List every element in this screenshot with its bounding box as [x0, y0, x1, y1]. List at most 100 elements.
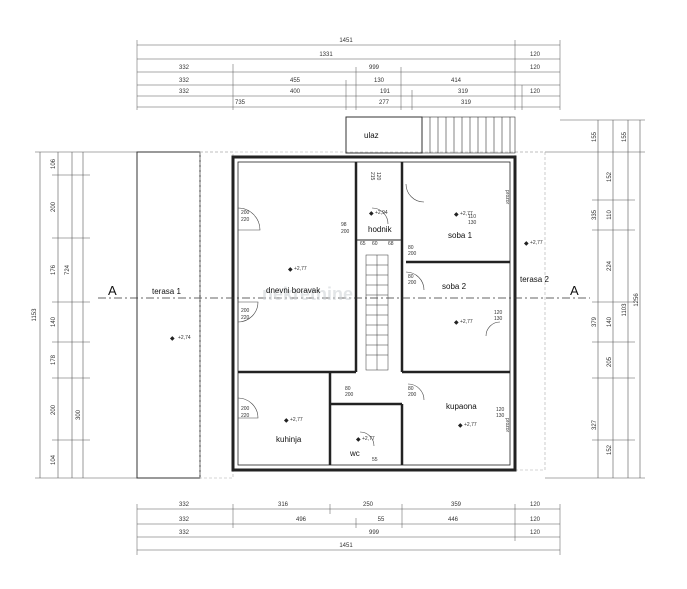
dim-right-a: 155: [592, 131, 598, 142]
door-label: 215: [369, 172, 375, 181]
room-ulaz: ulaz: [364, 131, 379, 140]
dim-top-6c: 319: [461, 100, 472, 106]
dim-bot-1c: 250: [363, 502, 374, 508]
room-dnevni: dnevni boravak: [266, 286, 321, 295]
hall-stairs: [365, 254, 389, 371]
level-marker-icon: ◆: [458, 423, 463, 429]
terasa1-outline: [136, 151, 201, 479]
level-terasa2: +2,77: [530, 240, 543, 246]
door-label: 98: [341, 222, 347, 228]
door-label: 200: [345, 392, 354, 398]
dim-left-i: 300: [76, 409, 82, 420]
dim-right-h: 335: [592, 209, 598, 220]
doors: [237, 183, 501, 447]
dim-left-outer: 1153: [32, 308, 38, 322]
door-label: 80: [408, 245, 414, 251]
dim-left-g: 104: [51, 454, 57, 465]
room-kuhinja: kuhinja: [276, 435, 302, 444]
dim-top-4b: 455: [290, 78, 301, 84]
door-label: 200: [408, 392, 417, 398]
dim-bot-1e: 120: [530, 502, 541, 508]
dim-top-4d: 414: [451, 78, 462, 84]
dim-right-b: 152: [607, 171, 613, 182]
room-terasa2: terasa 2: [520, 275, 549, 284]
door-label: 120: [375, 172, 381, 181]
entrance-stairs: [421, 116, 516, 154]
dim-bot-3c: 120: [530, 530, 541, 536]
dim-top-2b: 120: [530, 52, 541, 58]
dim-left-b: 200: [51, 201, 57, 212]
door-label: 200: [408, 280, 417, 286]
door-label: 220: [241, 413, 250, 419]
section-mark-right: A: [570, 283, 579, 298]
door-label: 130: [496, 413, 505, 419]
door-label: 120: [496, 407, 505, 413]
door-label: 80: [408, 386, 414, 392]
dim-top-5c: 191: [380, 89, 391, 95]
door-label: 220: [241, 315, 250, 321]
dim-top-4a: 332: [179, 78, 190, 84]
dim-top-6b: 277: [379, 100, 390, 106]
top-dimensions: [136, 40, 561, 110]
dim-left-a: 106: [51, 158, 57, 169]
dim-bot-2b: 496: [296, 517, 307, 523]
dim-right-outer: 1256: [634, 293, 640, 307]
level-dnevni: +2,77: [294, 266, 307, 272]
dim-bot-1b: 316: [278, 502, 289, 508]
door-label: 80: [345, 386, 351, 392]
building-walls: [231, 155, 517, 472]
dim-right-mid: 1103: [622, 303, 628, 317]
dim-bot-2c: 55: [378, 517, 385, 523]
dim-top-5b: 400: [290, 89, 301, 95]
ulaz-outline: [345, 116, 423, 154]
terasa2-outline: [514, 151, 546, 471]
level-marker-icon: ◆: [454, 212, 459, 218]
dim-bot-2e: 120: [530, 517, 541, 523]
dim-top-1: 1451: [339, 38, 353, 44]
door-label: 200: [241, 406, 250, 412]
window-label: prozor: [504, 418, 510, 433]
dim-bot-3a: 332: [179, 530, 190, 536]
dim-top-5e: 120: [530, 89, 541, 95]
dim-bot-2a: 332: [179, 517, 190, 523]
right-dimensions: [545, 119, 645, 479]
dim-bot-2d: 446: [448, 517, 459, 523]
level-wc: +2,77: [362, 436, 375, 442]
dim-right-k: 155: [622, 131, 628, 142]
dim-left-c: 176: [51, 264, 57, 275]
dim-right-c: 110: [607, 210, 613, 220]
bottom-dimensions: [136, 504, 561, 555]
dim-left-h: 724: [65, 264, 71, 275]
door-label: 130: [468, 220, 477, 226]
dim-left-e: 178: [51, 354, 57, 365]
door-label: 55: [372, 457, 378, 463]
door-label: 68: [388, 241, 394, 247]
door-label: 120: [494, 310, 503, 316]
room-terasa1: terasa 1: [152, 287, 181, 296]
window-label: prozor: [504, 190, 510, 205]
dim-right-d: 224: [607, 260, 613, 271]
dim-top-5d: 319: [458, 89, 469, 95]
left-dimensions: [35, 151, 137, 479]
dim-top-2a: 1331: [319, 52, 333, 58]
dim-right-g: 152: [607, 444, 613, 455]
dim-top-3c: 120: [530, 65, 541, 71]
level-kupaona: +2,77: [464, 422, 477, 428]
level-soba2: +2,77: [460, 319, 473, 325]
level-marker-icon: ◆: [369, 211, 374, 217]
room-kupaona: kupaona: [446, 402, 477, 411]
dim-right-e: 140: [607, 316, 613, 327]
level-kuhinja: +2,77: [290, 417, 303, 423]
dim-right-f: 205: [607, 356, 613, 367]
level-marker-icon: ◆: [454, 320, 459, 326]
door-label: 130: [494, 316, 503, 322]
dim-bot-4a: 1451: [339, 543, 353, 549]
section-mark-left: A: [108, 283, 117, 298]
opening-labels: 200 220 200 220 200 220 98 200 80 200 80…: [241, 172, 510, 463]
door-label: 80: [408, 274, 414, 280]
dim-bot-1a: 332: [179, 502, 190, 508]
door-label: 220: [241, 217, 250, 223]
level-marker-icon: ◆: [170, 336, 175, 342]
door-label: 110: [468, 214, 476, 220]
